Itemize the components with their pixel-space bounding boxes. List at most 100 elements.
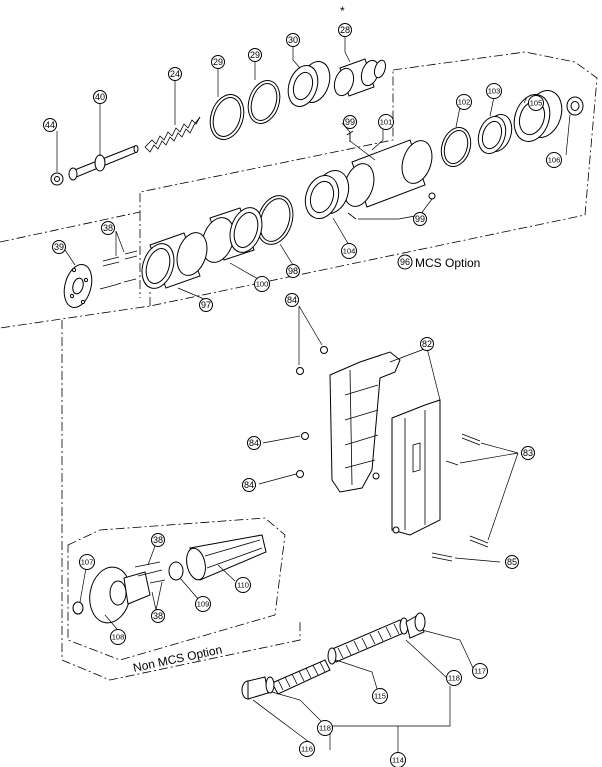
callout-number: 97 bbox=[201, 300, 211, 310]
callout-number: 39 bbox=[54, 242, 64, 252]
callout-circle bbox=[341, 243, 357, 259]
callout-circle bbox=[248, 48, 262, 62]
callout-number: 99 bbox=[415, 214, 425, 224]
callout-97: 97 bbox=[199, 298, 213, 312]
callout-103: 103 bbox=[486, 83, 502, 99]
callout-number: 108 bbox=[112, 633, 125, 642]
callout-number: 84 bbox=[287, 295, 297, 305]
callout-number: 83 bbox=[523, 448, 533, 458]
callout-number: 44 bbox=[45, 120, 55, 130]
callout-circle bbox=[285, 293, 299, 307]
callout-circle bbox=[199, 298, 213, 312]
callout-104: 104 bbox=[341, 243, 357, 259]
callout-118: 118 bbox=[446, 670, 462, 686]
mcs-number-label: 96 bbox=[400, 257, 410, 267]
callout-number: 106 bbox=[548, 156, 561, 165]
callout-84: 84 bbox=[242, 478, 256, 492]
callout-109: 109 bbox=[195, 596, 211, 612]
part-102-o-ring bbox=[440, 126, 472, 168]
part-38-screws-bottom bbox=[134, 561, 166, 584]
callout-number: 85 bbox=[507, 557, 517, 567]
callout-number: 101 bbox=[380, 118, 393, 127]
callout-29: 29 bbox=[248, 48, 262, 62]
callout-number: 118 bbox=[448, 674, 460, 683]
callout-number: 107 bbox=[81, 558, 94, 567]
callout-100: 100 bbox=[254, 276, 270, 292]
callout-circle bbox=[79, 554, 95, 570]
callout-38: 38 bbox=[101, 221, 115, 235]
callout-39: 39 bbox=[52, 240, 66, 254]
callout-circle bbox=[546, 152, 562, 168]
callout-circle bbox=[247, 436, 261, 450]
callout-circle bbox=[286, 264, 300, 278]
callout-38: 38 bbox=[151, 609, 165, 623]
callout-circle bbox=[472, 663, 488, 679]
part-105-cap bbox=[513, 90, 563, 142]
callout-118: 118 bbox=[317, 720, 333, 736]
callout-99: 99 bbox=[413, 212, 427, 226]
callout-number: 29 bbox=[250, 50, 260, 60]
callout-circle bbox=[456, 94, 472, 110]
mcs-option-caption: 96 MCS Option bbox=[397, 254, 480, 270]
callout-24: 24 bbox=[168, 67, 182, 81]
callout-29: 29 bbox=[211, 55, 225, 69]
non-mcs-option-label: Non MCS Option bbox=[132, 642, 224, 675]
part-84-nuts bbox=[296, 346, 328, 478]
callout-number: 103 bbox=[488, 87, 501, 96]
part-39-flange bbox=[63, 263, 93, 309]
callout-circle bbox=[235, 577, 251, 593]
callout-circle bbox=[338, 23, 352, 37]
option-boundaries bbox=[0, 51, 598, 681]
callout-117: 117 bbox=[472, 663, 488, 679]
part-29-o-ring-a bbox=[209, 94, 245, 140]
callout-circle bbox=[413, 212, 427, 226]
callout-circle bbox=[528, 95, 544, 111]
callout-circle bbox=[286, 33, 300, 47]
callout-28: 28 bbox=[338, 23, 352, 37]
callout-circle bbox=[52, 240, 66, 254]
part-114-hose-assembly bbox=[241, 612, 426, 700]
callout-115: 115 bbox=[372, 688, 388, 704]
callout-circle bbox=[521, 446, 535, 460]
part-110-nozzle bbox=[186, 534, 267, 581]
callout-circle bbox=[43, 118, 57, 132]
callout-number: 82 bbox=[422, 339, 432, 349]
callout-number: 104 bbox=[343, 247, 356, 256]
callout-110: 110 bbox=[235, 577, 251, 593]
callout-99: 99 bbox=[343, 115, 357, 129]
callout-98: 98 bbox=[286, 264, 300, 278]
callout-101: 101 bbox=[378, 114, 394, 130]
callout-circle bbox=[195, 596, 211, 612]
callout-40: 40 bbox=[93, 90, 107, 104]
part-108-flange bbox=[89, 566, 151, 624]
part-44-washer bbox=[50, 172, 64, 186]
callout-108: 108 bbox=[110, 629, 126, 645]
callout-number: 38 bbox=[103, 223, 113, 233]
callout-circle bbox=[299, 741, 315, 757]
callout-number: 84 bbox=[249, 438, 259, 448]
callout-number: 116 bbox=[301, 745, 313, 754]
part-98-o-ring bbox=[256, 195, 294, 245]
callout-30: 30 bbox=[286, 33, 300, 47]
callout-number: 84 bbox=[244, 480, 254, 490]
part-24-spring bbox=[144, 116, 201, 153]
part-82-bracket-left bbox=[329, 351, 401, 493]
callout-circle bbox=[505, 555, 519, 569]
callout-circle bbox=[343, 115, 357, 129]
part-104-adapter bbox=[304, 170, 350, 219]
callout-circle bbox=[390, 752, 406, 767]
part-107-washer bbox=[72, 601, 84, 615]
part-28-sleeve bbox=[333, 58, 387, 97]
callout-number: 98 bbox=[288, 266, 298, 276]
callout-number: 109 bbox=[197, 600, 210, 609]
callout-38: 38 bbox=[151, 533, 165, 547]
callout-circle bbox=[168, 67, 182, 81]
part-97-tube bbox=[141, 232, 208, 289]
callout-105: 105 bbox=[528, 95, 544, 111]
callout-85: 85 bbox=[505, 555, 519, 569]
callout-number: 117 bbox=[474, 667, 486, 676]
callout-114: 114 bbox=[390, 752, 406, 767]
part-30-bushing bbox=[287, 61, 331, 107]
callout-number: 30 bbox=[288, 35, 298, 45]
